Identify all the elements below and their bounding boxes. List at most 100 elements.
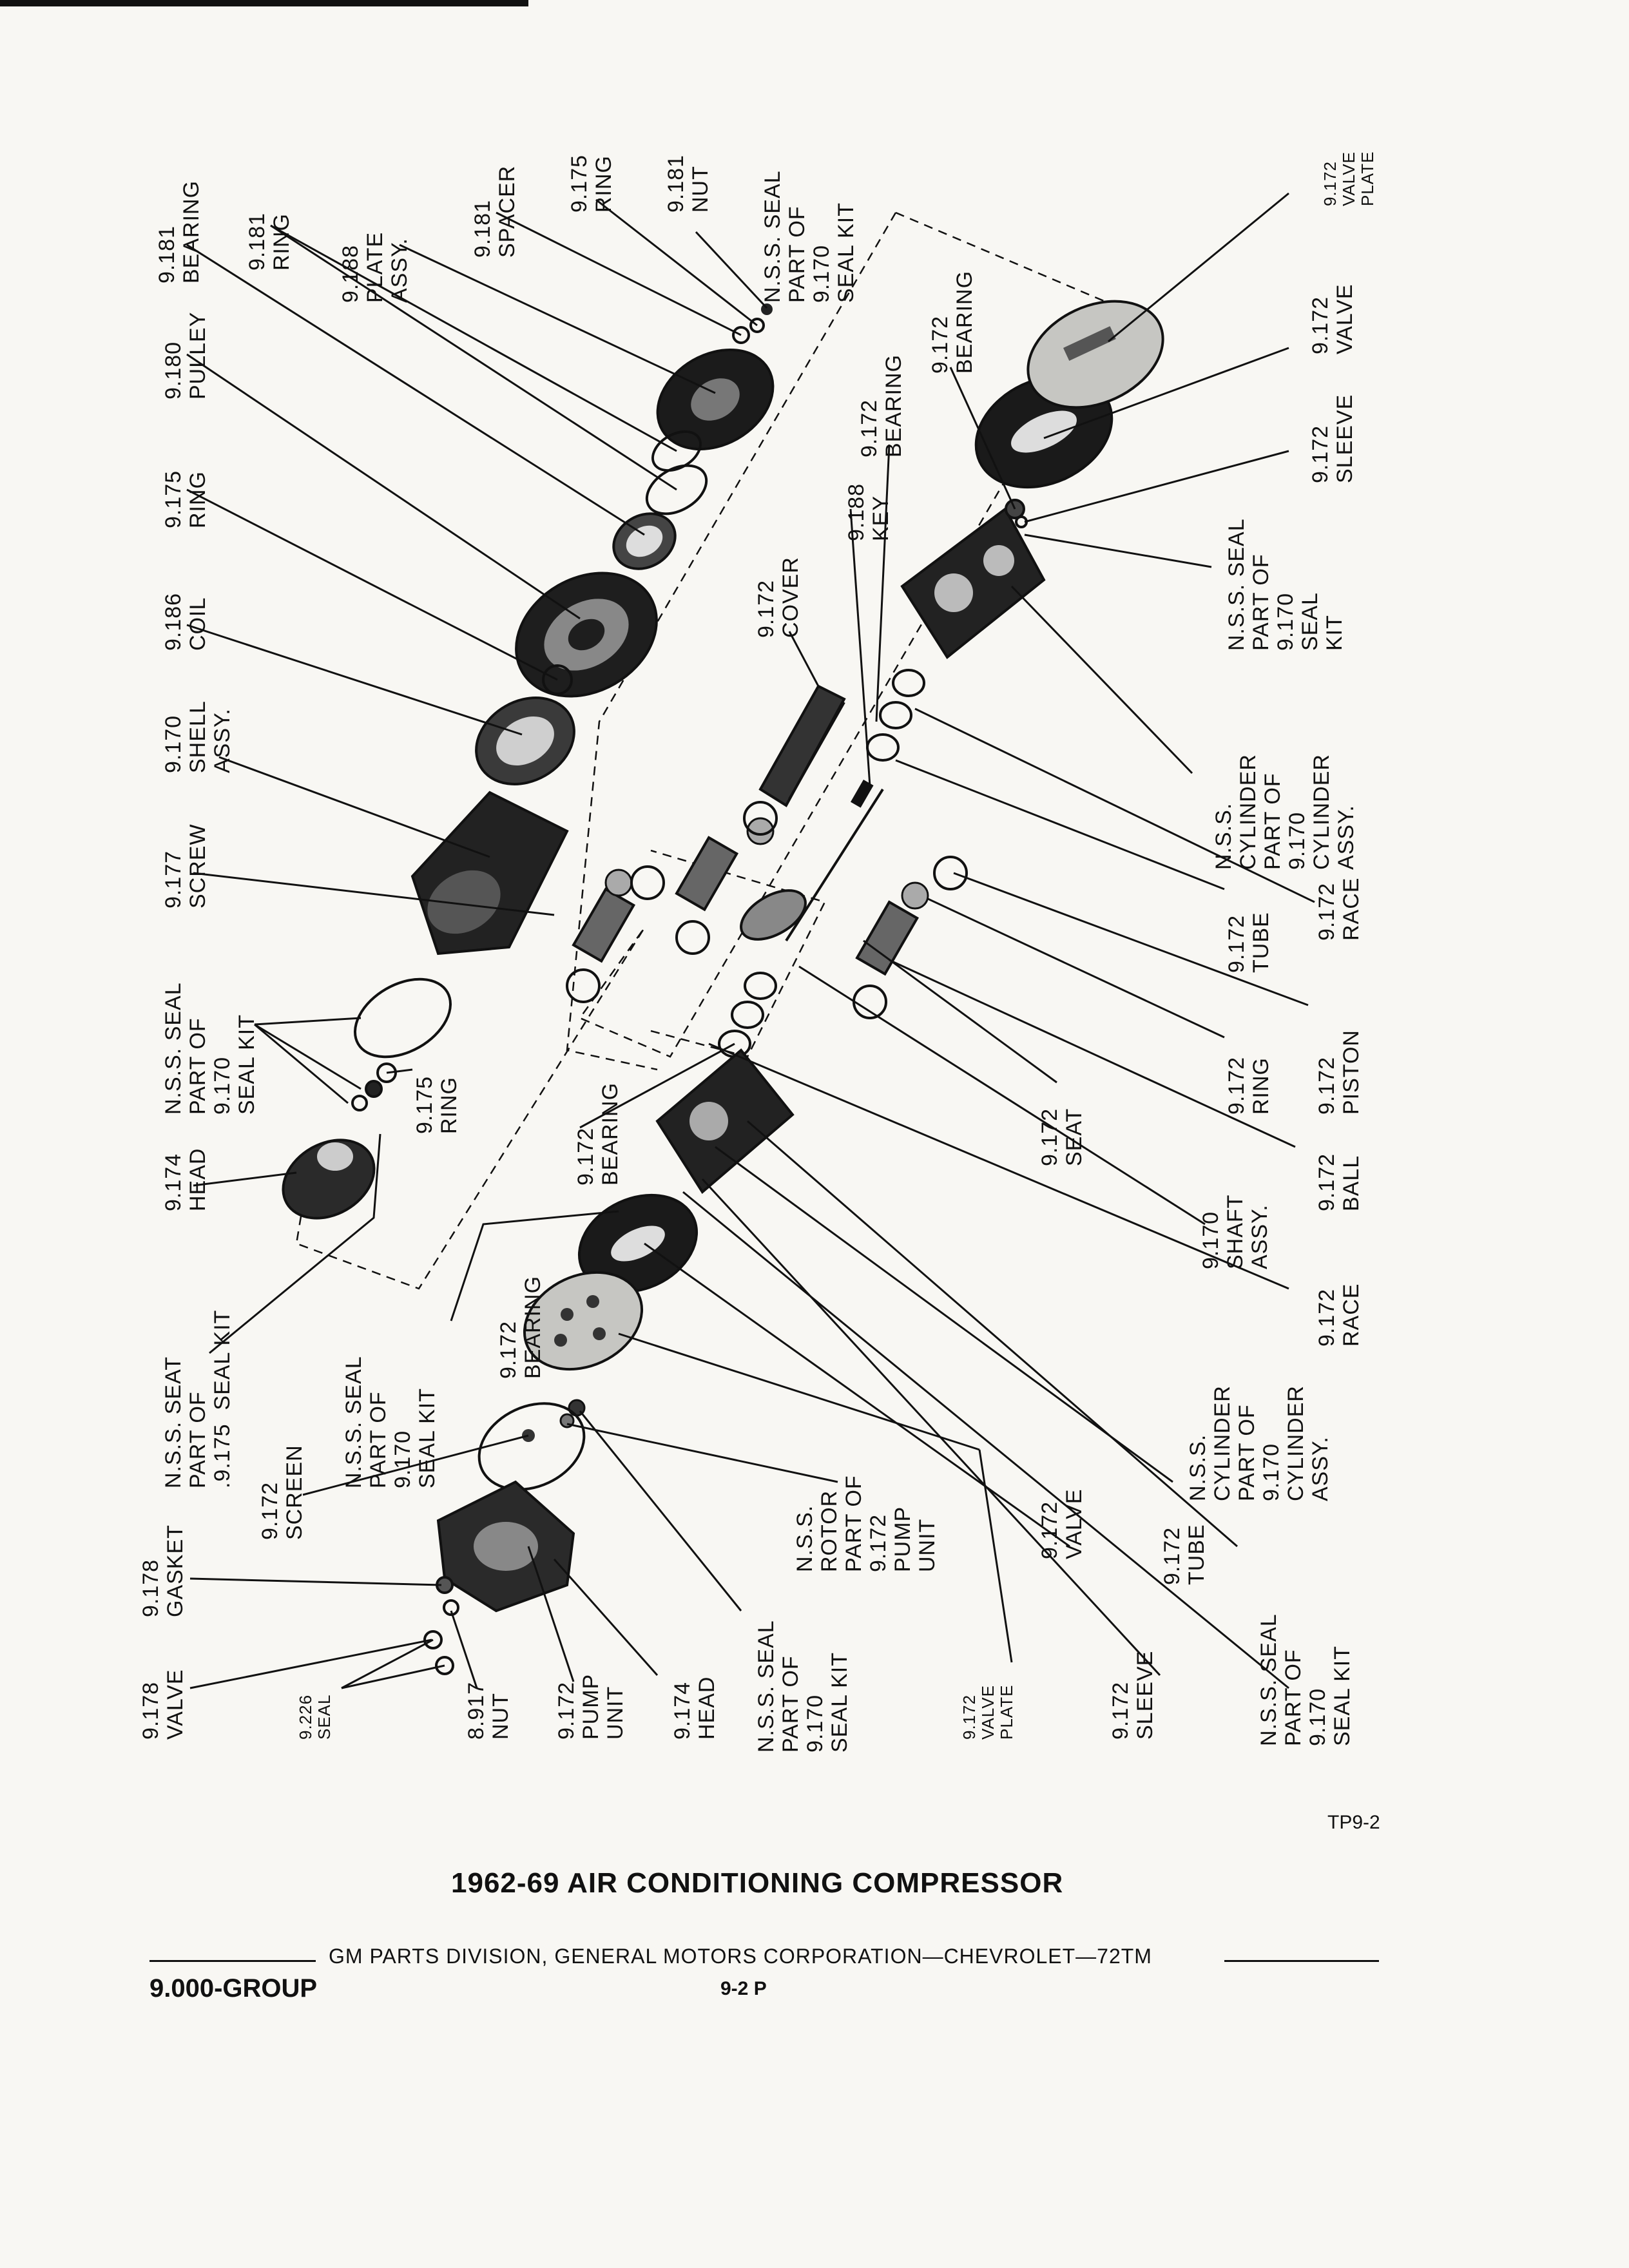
part-label-line: 9.172 bbox=[1224, 1056, 1249, 1115]
part-label-line: RACE bbox=[1339, 877, 1364, 941]
page-title: 1962-69 AIR CONDITIONING COMPRESSOR bbox=[451, 1867, 1064, 1899]
part-label-line: BEARING bbox=[521, 1275, 545, 1379]
part-label-line: RING bbox=[269, 213, 294, 271]
part-label-line: PART OF bbox=[778, 1655, 803, 1753]
part-label-line: VALVE bbox=[163, 1669, 188, 1740]
front-valve-part bbox=[577, 1193, 699, 1294]
part-label-line: 9.172 bbox=[1308, 425, 1333, 483]
part-label-line: SEAL KIT bbox=[834, 202, 858, 303]
part-label-line: ASSY. bbox=[1248, 1204, 1272, 1269]
part-label-line: 9.188 bbox=[338, 244, 363, 303]
scan-edge-bar bbox=[0, 0, 528, 6]
part-label-line: 9.172 bbox=[959, 1694, 979, 1740]
part-label-line: PULLEY bbox=[186, 311, 210, 399]
part-label-line: GASKET bbox=[163, 1524, 188, 1617]
part-label-line: PUMP bbox=[579, 1673, 603, 1740]
part-label-line: PART OF bbox=[1249, 553, 1273, 651]
ring-part bbox=[645, 430, 708, 515]
part-label-line: SEAT bbox=[1062, 1108, 1086, 1166]
part-label-line: 9.170 bbox=[809, 244, 834, 303]
part-label-line: VALVE bbox=[1339, 151, 1358, 206]
part-label-line: RING bbox=[437, 1077, 461, 1134]
part-label-line: 9.181 bbox=[155, 225, 179, 284]
part-label-line: CYLINDER bbox=[1210, 1385, 1235, 1501]
part-label-line: PLATE bbox=[997, 1684, 1016, 1740]
part-label-line: 9.170 bbox=[210, 1056, 235, 1115]
part-label-line: PLATE bbox=[363, 231, 387, 303]
part-label-line: RING bbox=[592, 155, 616, 213]
part-label-line: SHELL bbox=[186, 700, 210, 773]
part-label-line: 9.181 bbox=[470, 199, 495, 258]
part-label-line: HEAD bbox=[695, 1676, 719, 1740]
part-label-line: SEAL KIT bbox=[415, 1387, 439, 1488]
part-label-line: 9.226 bbox=[296, 1694, 315, 1740]
part-label-line: .9.175 SEAL KIT bbox=[210, 1309, 235, 1488]
part-label-line: 9.175 bbox=[567, 154, 592, 213]
cover-part bbox=[758, 684, 846, 807]
key-part bbox=[851, 780, 874, 808]
part-label-line: 9.172 bbox=[1315, 882, 1339, 941]
part-label-line: PART OF bbox=[1260, 773, 1285, 870]
part-label-line: SEAL bbox=[314, 1694, 334, 1740]
part-label-line: HEAD bbox=[186, 1148, 210, 1211]
part-label-line: 9.172 bbox=[928, 315, 952, 374]
part-label-line: RACE bbox=[1339, 1283, 1364, 1347]
shaft-assembly-part bbox=[740, 788, 884, 942]
part-label-line: PART OF bbox=[1235, 1404, 1259, 1501]
part-label-line: SLEEVE bbox=[1333, 394, 1357, 483]
part-label-line: N.S.S. SEAL bbox=[342, 1356, 366, 1488]
part-label-line: SEAL KIT bbox=[1330, 1645, 1354, 1746]
head-part-front bbox=[282, 1139, 376, 1220]
part-label-line: N.S.S. SEAL bbox=[1257, 1613, 1281, 1746]
front-valve-plate-part bbox=[523, 1271, 644, 1371]
part-label-line: VALVE bbox=[978, 1685, 998, 1740]
part-label-line: 9.170 bbox=[1306, 1687, 1330, 1746]
piston-part bbox=[572, 817, 929, 976]
part-label-line: 9.172 bbox=[1315, 1056, 1339, 1115]
footer-rule-left bbox=[149, 1960, 316, 1962]
part-label-line: SPACER bbox=[495, 165, 519, 258]
part-label-line: 9.172 bbox=[258, 1481, 282, 1540]
part-label-line: PART OF bbox=[186, 1017, 210, 1115]
gasket-valve-seal-parts bbox=[423, 1576, 459, 1675]
bearing-part bbox=[612, 512, 677, 570]
leader-lines bbox=[186, 192, 1315, 1689]
part-label-line: RING bbox=[186, 471, 210, 528]
part-label-line: BEARING bbox=[882, 354, 906, 457]
part-label-line: TUBE bbox=[1249, 912, 1273, 973]
part-label-line: 9.170 bbox=[1199, 1211, 1223, 1269]
part-label-line: 9.170 bbox=[1273, 592, 1298, 651]
part-label-line: 9.170 bbox=[1285, 811, 1309, 870]
part-label-line: SEAL bbox=[1298, 592, 1322, 651]
part-label-line: SCREEN bbox=[282, 1445, 307, 1540]
part-label-line: N.S.S. SEAL bbox=[161, 982, 186, 1115]
part-label-line: ASSY. bbox=[1334, 805, 1358, 870]
part-label-line: UNIT bbox=[603, 1686, 628, 1740]
